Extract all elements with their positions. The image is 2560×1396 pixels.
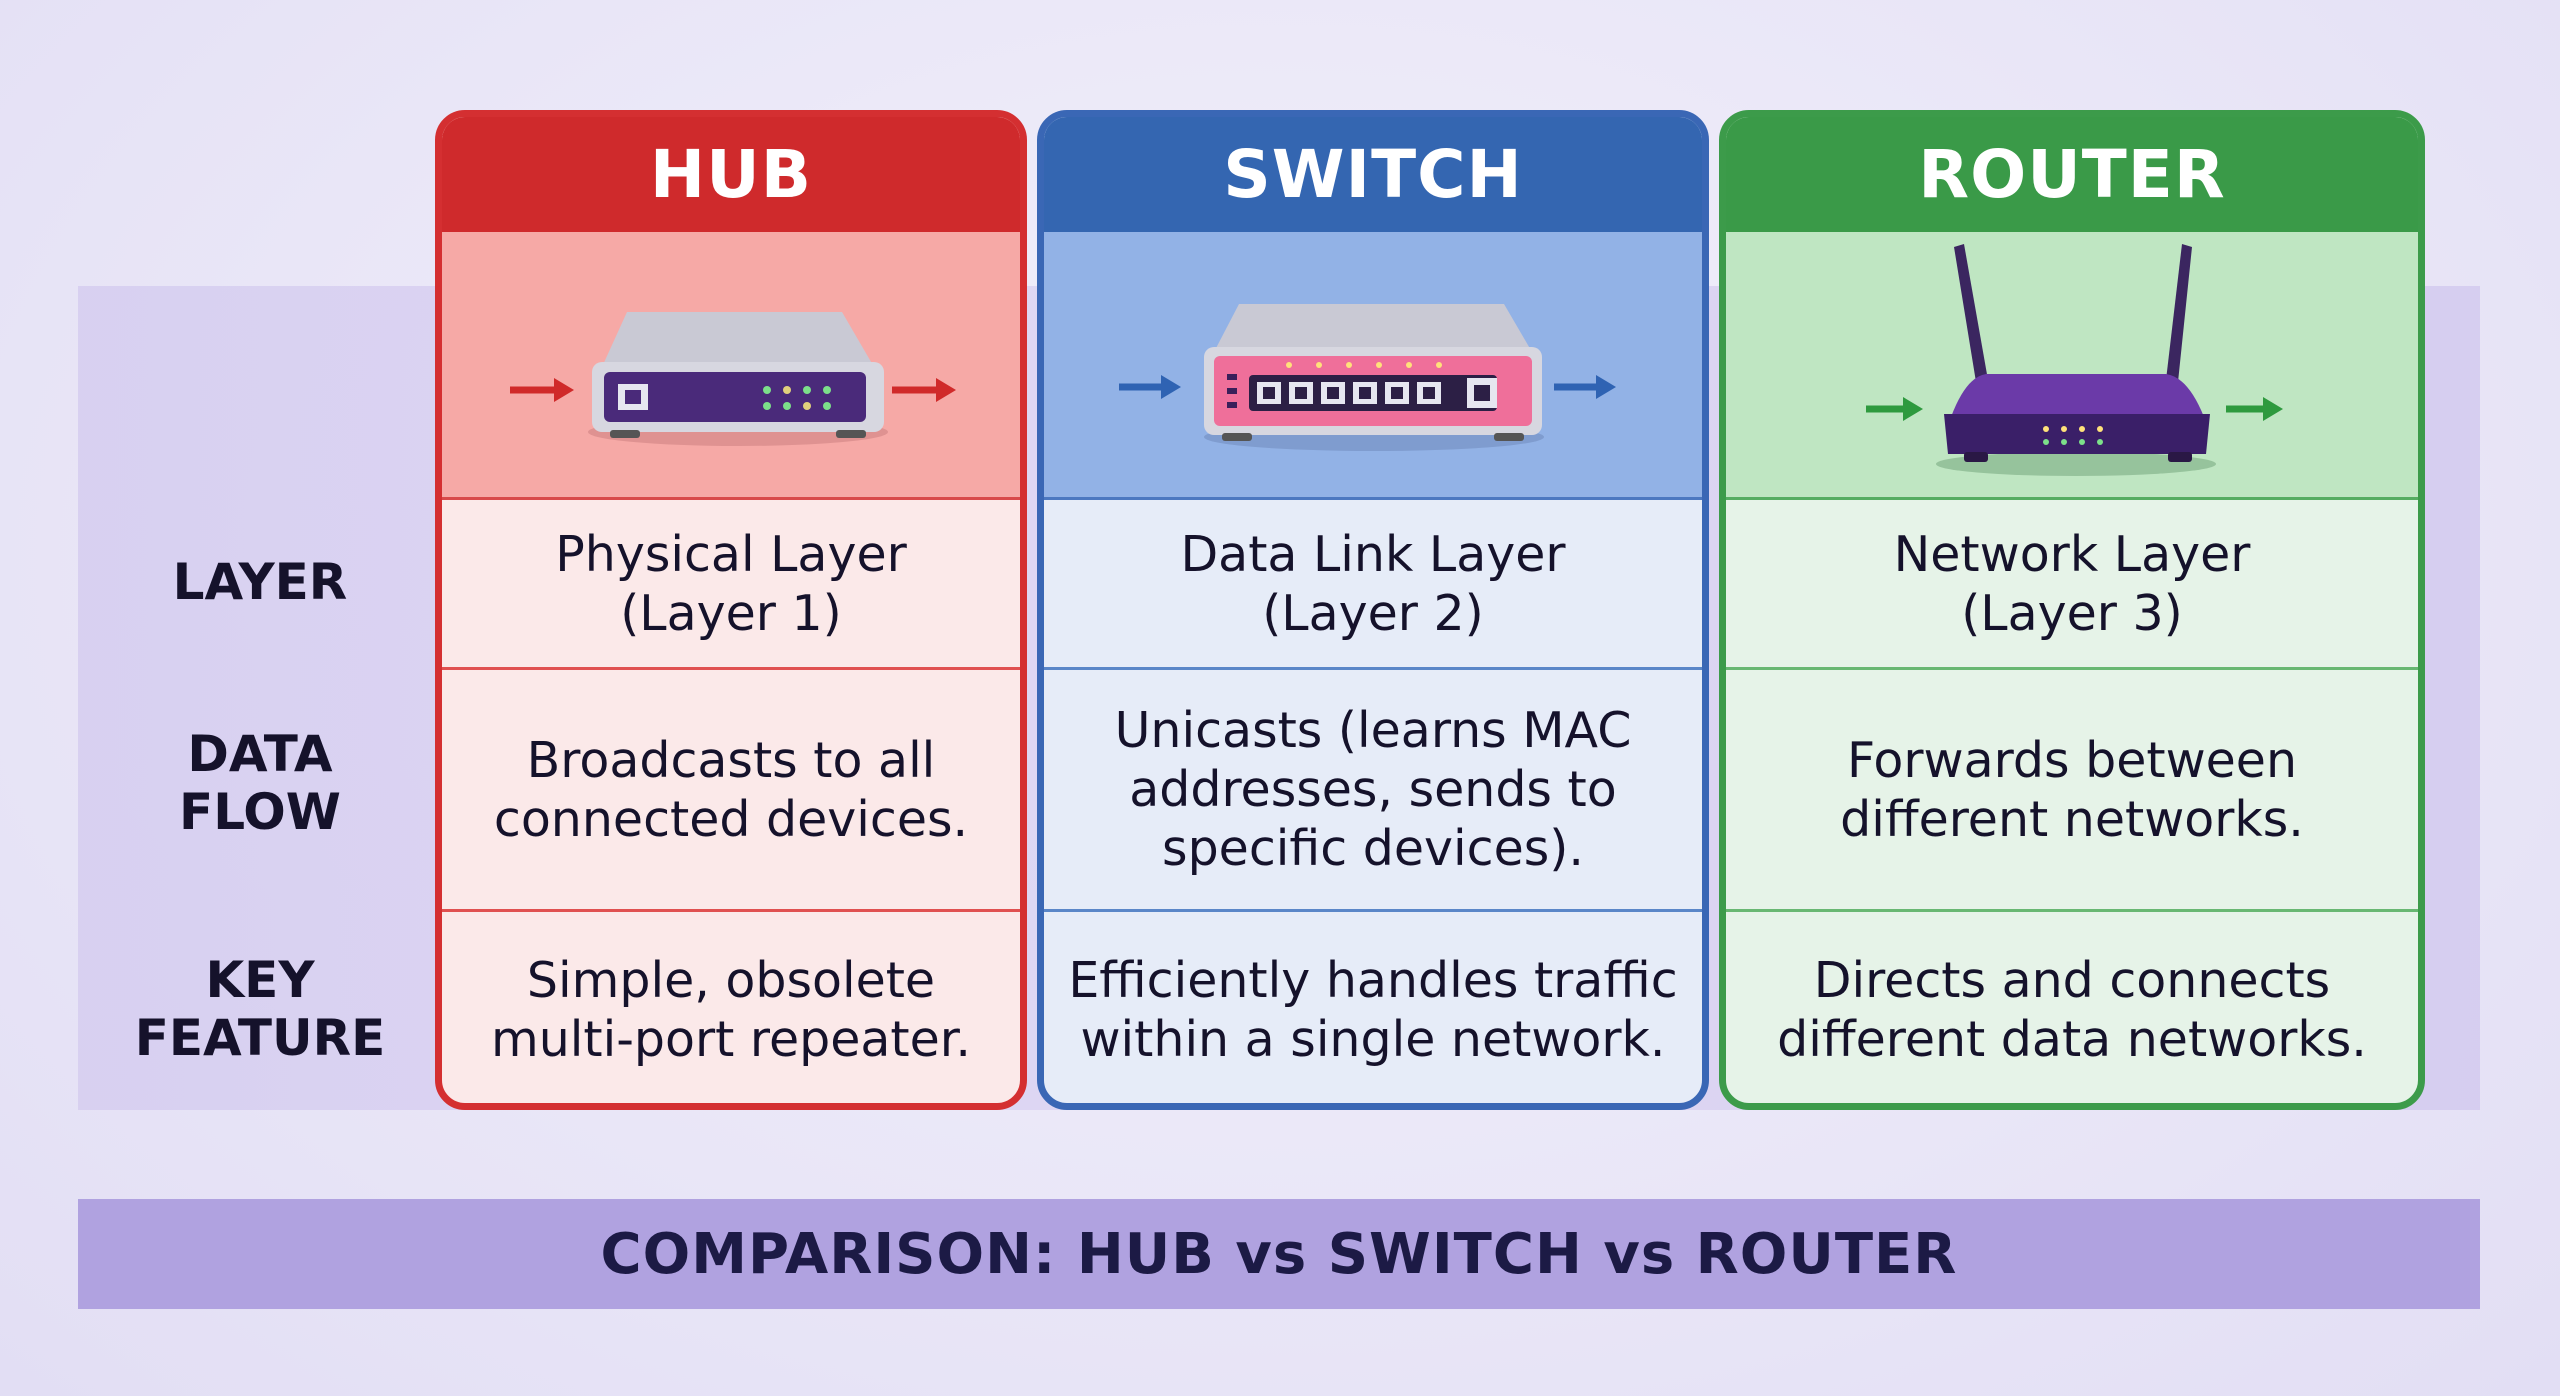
router-data-flow-cell: Forwards between different networks. — [1726, 670, 2418, 912]
hub-title: HUB — [442, 117, 1020, 232]
router-device-icon — [1866, 244, 2283, 476]
switch-data-flow-cell: Unicasts (learns MAC addresses, sends to… — [1044, 670, 1702, 912]
hub-layer-cell: Physical Layer (Layer 1) — [442, 500, 1020, 670]
switch-layer-cell: Data Link Layer (Layer 2) — [1044, 500, 1702, 670]
hub-data-flow-cell: Broadcasts to all connected devices. — [442, 670, 1020, 912]
hub-column: HUB Physical Layer (Layer 1) Broadcasts … — [435, 110, 1027, 1110]
router-image-panel — [1726, 232, 2418, 500]
switch-key-feature-cell: Efficiently handles traffic within a sin… — [1068, 951, 1678, 1068]
hub-device-icon — [510, 312, 956, 446]
router-title: ROUTER — [1726, 117, 2418, 232]
router-layer-cell: Network Layer (Layer 3) — [1726, 500, 2418, 670]
row-label-data-flow: DATA FLOW — [179, 725, 341, 841]
row-label-layer: LAYER — [172, 553, 348, 611]
router-key-feature-cell: Directs and connects different data netw… — [1777, 951, 2367, 1068]
switch-column: SWITCH Data Li — [1037, 110, 1709, 1110]
router-column: ROUTER Network Layer (Layer 3) Forwards … — [1719, 110, 2425, 1110]
switch-device-icon — [1119, 304, 1616, 451]
switch-image-panel — [1044, 232, 1702, 500]
hub-image-panel — [442, 232, 1020, 500]
row-label-key-feature: KEY FEATURE — [134, 951, 386, 1067]
switch-title: SWITCH — [1044, 117, 1702, 232]
hub-key-feature-cell: Simple, obsolete multi-port repeater. — [491, 951, 971, 1068]
comparison-footer-title: COMPARISON: HUB vs SWITCH vs ROUTER — [78, 1199, 2480, 1309]
